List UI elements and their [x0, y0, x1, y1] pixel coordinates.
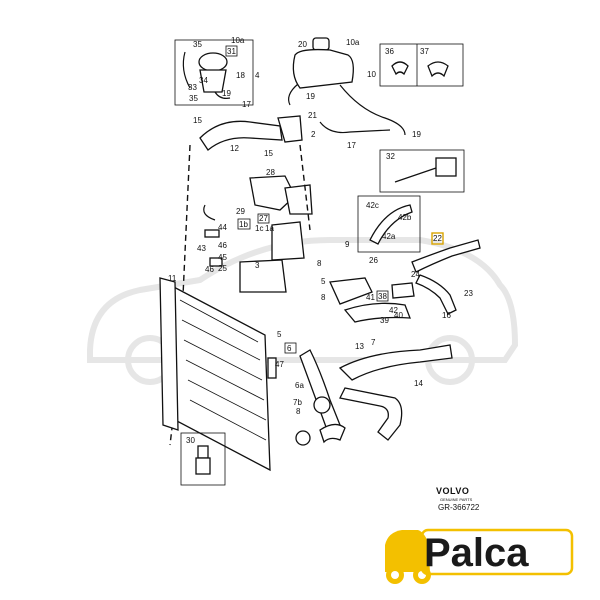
callout-1b: 1b: [239, 220, 248, 229]
callout-19b: 19: [306, 92, 315, 101]
detail-box-pipe: [357, 195, 421, 253]
callout-25: 25: [218, 264, 227, 273]
tank-cap: [312, 37, 330, 51]
detail-box-frame: [174, 39, 254, 106]
middle-connectors: [329, 277, 415, 323]
callout-28: 28: [266, 168, 275, 177]
callout-44: 44: [218, 223, 227, 232]
callout-38: 38: [378, 292, 387, 301]
callout-43: 43: [197, 244, 206, 253]
callout-box-31: [225, 45, 238, 57]
callout-47: 47: [275, 360, 284, 369]
callout-8c: 8: [296, 407, 301, 416]
callout-13: 13: [355, 342, 364, 351]
callout-18: 18: [236, 71, 245, 80]
callout-42: 42: [389, 306, 398, 315]
palca-logo-frame: [420, 528, 574, 576]
callout-15a: 15: [193, 116, 202, 125]
callout-box-27: [257, 213, 270, 224]
callout-17a: 17: [242, 100, 251, 109]
callout-42c: 42c: [366, 201, 379, 210]
callout-37: 37: [420, 47, 429, 56]
callout-34: 34: [199, 76, 208, 85]
callout-21: 21: [308, 111, 317, 120]
radiator: [159, 144, 311, 472]
callout-box-22-highlight: [431, 232, 444, 245]
callout-24: 24: [411, 270, 420, 279]
callout-45: 45: [218, 253, 227, 262]
callout-29: 29: [236, 207, 245, 216]
callout-23: 23: [464, 289, 473, 298]
callout-8a: 8: [317, 259, 322, 268]
detail-box-clips: [379, 43, 464, 87]
detail-box-drain-plug: [180, 432, 226, 486]
callout-46b: 46: [205, 265, 214, 274]
callout-5a: 5: [321, 277, 326, 286]
palca-logo-car-icon: [385, 530, 431, 584]
diagram-reference-code: GR-366722: [438, 503, 480, 512]
callout-box-38: [376, 290, 389, 302]
callout-19c: 19: [412, 130, 421, 139]
callout-11: 11: [168, 274, 177, 283]
callout-27: 27: [259, 214, 268, 223]
callout-20: 20: [298, 40, 307, 49]
callout-42a: 42a: [382, 232, 396, 241]
callout-14: 14: [414, 379, 423, 388]
callout-41: 41: [366, 293, 375, 302]
callout-1c: 1c: [255, 224, 263, 233]
callout-3: 3: [255, 261, 260, 270]
callout-26: 26: [369, 256, 378, 265]
callout-2: 2: [311, 130, 316, 139]
callout-10a: 10a: [346, 38, 360, 47]
callout-35: 35: [193, 40, 202, 49]
callout-31: 31: [227, 47, 236, 56]
genuine-parts-caption: GENUINE PARTS: [440, 497, 473, 502]
callout-17b: 17: [347, 141, 356, 150]
detail-box-reservoir-cap: [174, 39, 254, 106]
callout-7b: 7b: [293, 398, 302, 407]
volvo-wordmark: VOLVO: [436, 486, 470, 496]
callout-42b: 42b: [398, 213, 412, 222]
callout-19a: 19: [222, 89, 231, 98]
callout-36: 36: [385, 47, 394, 56]
expansion-tank: [288, 37, 406, 136]
upper-hose: [199, 115, 391, 151]
callout-8b: 8: [321, 293, 326, 302]
callout-39: 39: [380, 316, 389, 325]
highlighted-hose-22: [411, 239, 481, 315]
callout-5b: 5: [277, 330, 282, 339]
palca-logo-text: Palca: [424, 531, 529, 575]
callout-33: 33: [188, 83, 197, 92]
callout-10a-detail: 10a: [231, 36, 245, 45]
callout-40: 40: [394, 311, 403, 320]
callout-32: 32: [386, 152, 395, 161]
callout-box-1b: [237, 218, 251, 230]
callout-6: 6: [287, 344, 292, 353]
callout-box-6: [284, 342, 297, 354]
callout-6a: 6a: [295, 381, 304, 390]
callout-15b: 15: [264, 149, 273, 158]
sensor-group: [203, 204, 223, 267]
callout-22: 22: [433, 234, 442, 243]
callout-7: 7: [371, 338, 376, 347]
water-pump: [239, 175, 313, 293]
callout-1a: 1a: [265, 224, 274, 233]
callout-12: 12: [230, 144, 239, 153]
detail-box-sensor: [379, 149, 465, 193]
callout-35b: 35: [189, 94, 198, 103]
callout-30: 30: [186, 436, 195, 445]
callout-10: 10: [367, 70, 376, 79]
lower-hoses: [295, 344, 453, 446]
callout-4: 4: [255, 71, 260, 80]
callout-16: 16: [442, 311, 451, 320]
callout-46a: 46: [218, 241, 227, 250]
callout-9: 9: [345, 240, 350, 249]
